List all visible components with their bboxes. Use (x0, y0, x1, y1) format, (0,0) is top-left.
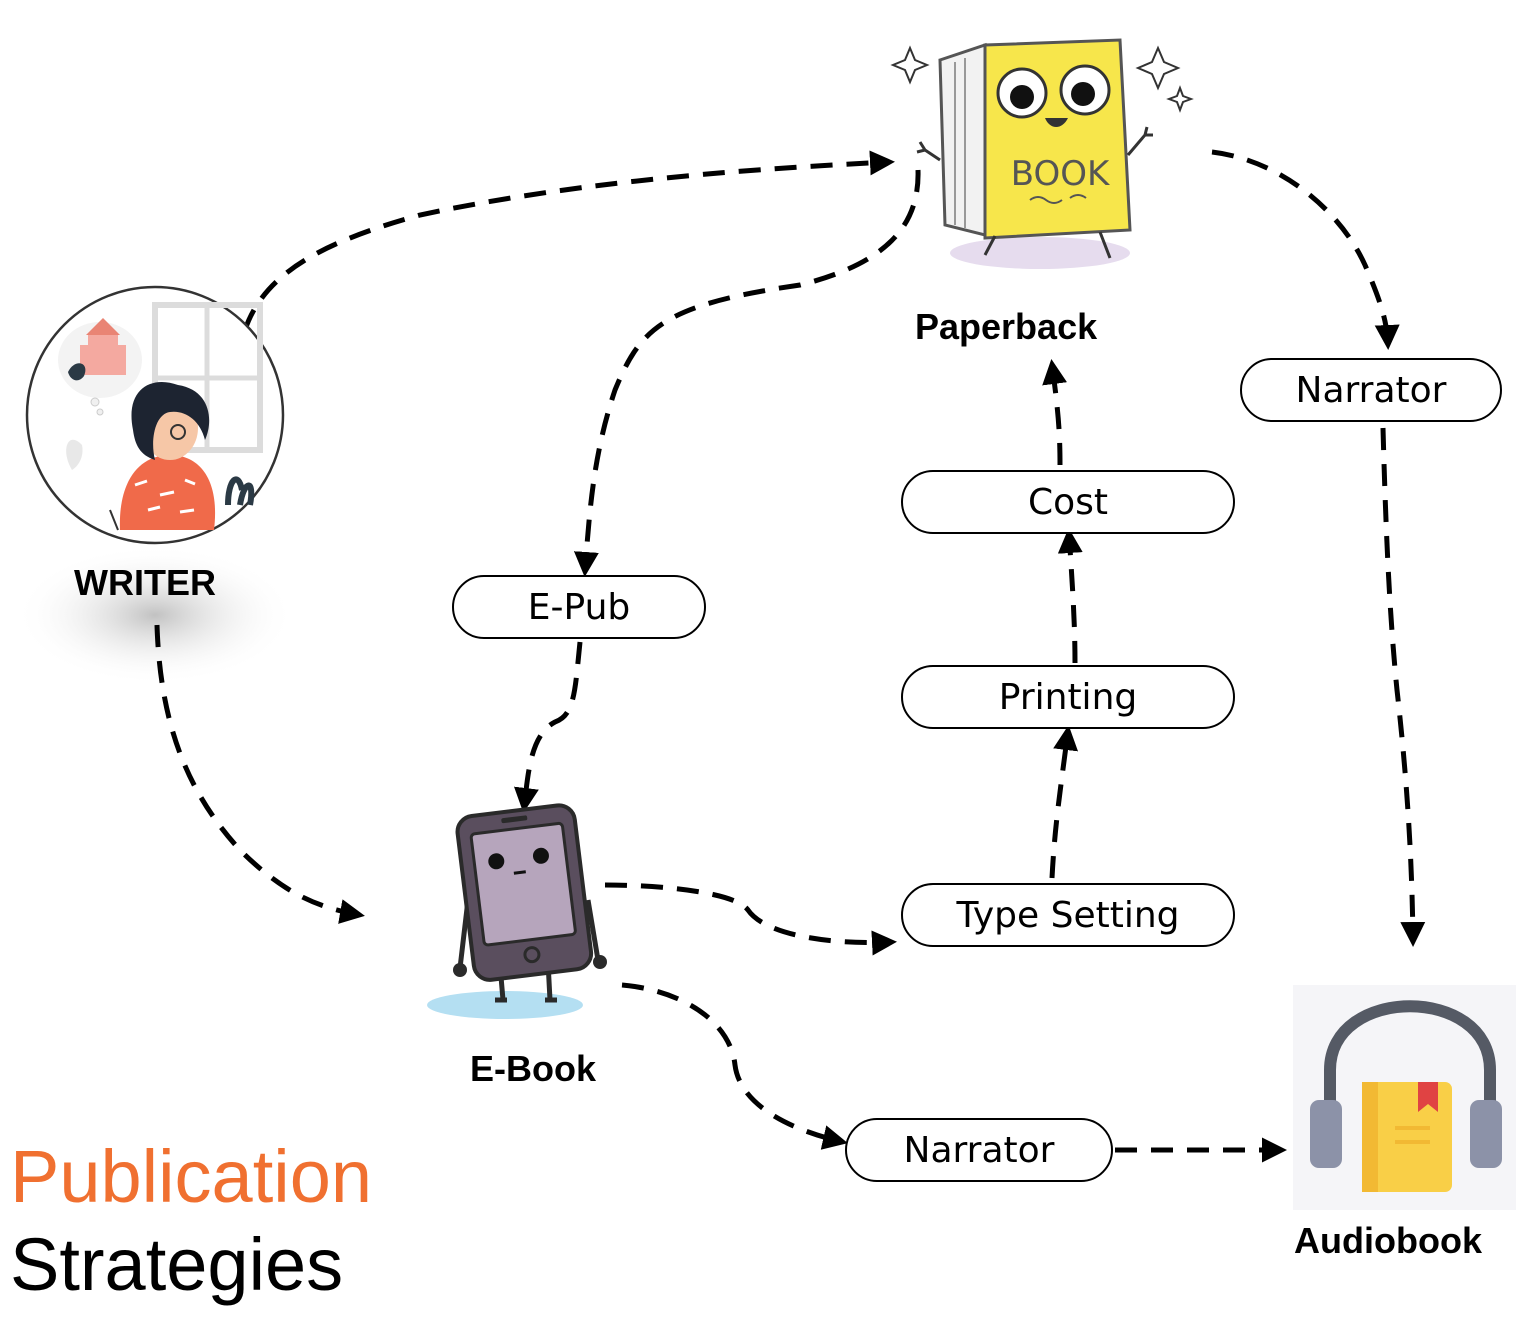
connector-narrator-audiobook-vertical (1380, 427, 1426, 947)
connectors (154, 149, 1426, 1163)
writer-shadow (15, 545, 295, 685)
connector-writer-paperback (242, 150, 895, 331)
audiobook-label: Audiobook (1294, 1220, 1482, 1261)
paperback-book-character-icon: BOOK (890, 38, 1194, 269)
title-line-1: Publication (10, 1135, 373, 1218)
paperback-label: Paperback (915, 306, 1098, 347)
step-narrator-bottom: Narrator (845, 1118, 1113, 1182)
connector-typesetting-printing (1049, 725, 1079, 879)
connector-epub-ebook (513, 641, 583, 813)
title-line-2: Strategies (10, 1223, 344, 1306)
connector-paperback-epub (573, 169, 921, 577)
connector-ebook-narrator (621, 982, 848, 1150)
connector-ebook-typesetting (604, 882, 897, 956)
step-epub: E-Pub (452, 575, 706, 639)
step-printing: Printing (901, 665, 1235, 729)
writer-illustration-icon (25, 285, 285, 545)
connector-writer-ebook (154, 624, 365, 924)
ebook-reader-character-icon (427, 803, 607, 1019)
step-type-setting: Type Setting (901, 883, 1235, 947)
connector-cost-paperback (1042, 359, 1067, 466)
headphones-book-icon (1293, 985, 1516, 1210)
step-cost: Cost (901, 470, 1235, 534)
connector-printing-cost (1057, 528, 1083, 664)
step-narrator-top: Narrator (1240, 358, 1502, 422)
connector-paperback-narrator (1211, 149, 1400, 350)
ebook-label: E-Book (470, 1048, 596, 1089)
writer-label: WRITER (74, 562, 216, 603)
svg-text:BOOK: BOOK (1011, 154, 1111, 194)
